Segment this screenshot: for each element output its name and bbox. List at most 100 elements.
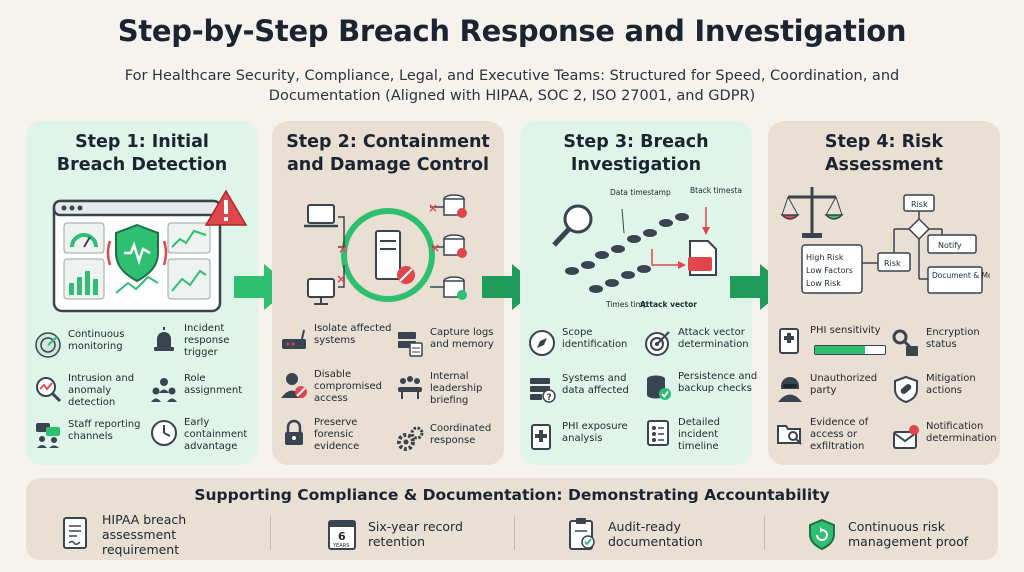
step-1-panel: Step 1: Initial Breach Detection Continu… [26,121,258,465]
document-monitor-label: Document & Monitor [932,271,990,280]
svg-text:×: × [338,242,348,256]
list-item: Preserve forensic evidence [280,417,396,461]
chat-people-icon [36,423,60,448]
list-item: Unauthorized party [776,373,892,417]
list-item: Evidence of access or exfiltration [776,417,892,461]
item-label: Continuous monitoring [68,329,125,352]
item-label: Mitigation actions [926,373,976,396]
list-item: Scope identification [528,327,644,371]
item-label: Evidence of access or exfiltration [810,417,869,452]
item-label: Intrusion and anomaly detection [68,373,135,408]
envelope-alert-icon [893,425,919,449]
people-icon [151,378,177,402]
list-item: Disable compromised access [280,369,396,413]
list-item: Internal leadership briefing [396,371,512,415]
item-label: Disable compromised access [314,369,382,404]
compliance-item-label: HIPAA breach assessment requirement [102,511,187,557]
compliance-bar-title: Supporting Compliance & Documentation: D… [194,486,830,504]
item-label: Role assignment [184,373,243,396]
risk-top-label: Risk [911,200,928,209]
risk-decision-illustration: High Risk Low Factors Low Risk Risk Risk… [780,187,990,294]
lock-icon [285,419,303,445]
item-label: Isolate affected systems [314,323,392,346]
item-label: Unauthorized party [810,373,878,396]
svg-text:?: ? [547,393,552,403]
item-label: Notification determination [926,421,997,444]
item-label: Scope identification [562,327,628,350]
phi-doc-icon [779,328,799,354]
page-title: Step-by-Step Breach Response and Investi… [117,14,907,48]
data-timestamp-label: Data timestamp [610,188,671,197]
shield-refresh-icon [809,518,835,551]
compliance-item-label: Six-year record retention [368,519,463,549]
item-label: Detailed incident timeline [678,417,720,452]
svg-text:×: × [336,272,346,286]
svg-text:×: × [428,201,438,215]
step-4-title: Step 4: Risk Assessment [824,132,944,175]
item-label: Early containment advantage [184,417,248,452]
step-1-title: Step 1: Initial Breach Detection [56,132,228,175]
step-2-title: Step 2: Containment and Damage Control [286,132,490,175]
clock-icon [151,420,177,446]
server-log-icon [398,332,423,357]
risk-node-label: Risk [884,259,901,268]
list-item: Intrusion and anomaly detection [34,373,150,417]
item-label: Encryption status [926,327,980,350]
document-icon [63,517,87,549]
list-item: Notification determination [892,421,1008,465]
compliance-item: HIPAA breach assessment requirement [60,511,252,557]
list-item: Coordinated response [396,423,512,467]
target-icon [645,331,670,356]
list-item: Encryption status [892,327,1008,371]
list-item: Detailed incident timeline [644,417,760,461]
divider [514,516,515,550]
siren-icon [154,327,174,351]
item-label: Capture logs and memory [430,327,494,350]
step-3-title: Step 3: Breach Investigation [563,132,709,175]
step-4-panel: Step 4: Risk Assessment High Risk Low Fa… [768,121,1000,465]
hacker-icon [778,377,802,402]
step-3-panel: Step 3: Breach Investigation Data timest… [520,121,757,465]
divider [270,516,271,550]
list-item: Continuous monitoring [34,329,150,373]
item-label: Staff reporting channels [68,419,141,442]
list-item: Capture logs and memory [396,327,512,371]
list-item: Mitigation actions [892,373,1008,417]
attack-timestamp-label: Btack timestamp [690,186,742,195]
item-label: Attack vector determination [678,327,749,350]
item-label: Coordinated response [430,423,492,446]
high-risk-label: High Risk [806,253,844,262]
page-subtitle: For Healthcare Security, Compliance, Leg… [124,68,900,104]
database-check-icon [647,375,671,400]
compliance-item: Audit-ready documentation [566,514,728,554]
meeting-icon [398,376,422,399]
folder-search-icon [777,425,802,445]
gears-icon [397,426,424,451]
item-label: PHI sensitivity [810,325,881,336]
step-2-panel: Step 2: Containment and Damage Control ×… [272,121,504,465]
phi-sensitivity-bar [814,345,886,355]
item-label: Persistence and backup checks [678,371,758,394]
list-item: Early containment advantage [150,417,266,461]
list-item: Isolate affected systems [280,323,396,367]
item-label: PHI exposure analysis [562,421,628,444]
medical-doc-icon [531,424,551,450]
timeline-doc-icon [647,420,669,446]
item-label: Incident response trigger [184,323,230,358]
notify-label: Notify [938,241,962,250]
containment-network-illustration: × × × × [304,194,467,305]
radar-icon [35,332,61,358]
svg-text:×: × [430,241,440,255]
item-label: Systems and data affected [562,373,629,396]
calendar-years: YEARS [332,543,349,549]
list-item: Role assignment [150,373,266,417]
user-block-icon [281,373,307,398]
list-item: Persistence and backup checks [644,371,760,415]
compliance-item-label: Continuous risk management proof [848,519,969,549]
shield-bandage-icon [894,375,918,403]
key-lock-icon [892,329,918,356]
list-item: PHI exposure analysis [528,421,644,465]
compliance-item: Continuous risk management proof [806,514,978,554]
low-risk-label: Low Risk [806,279,841,288]
